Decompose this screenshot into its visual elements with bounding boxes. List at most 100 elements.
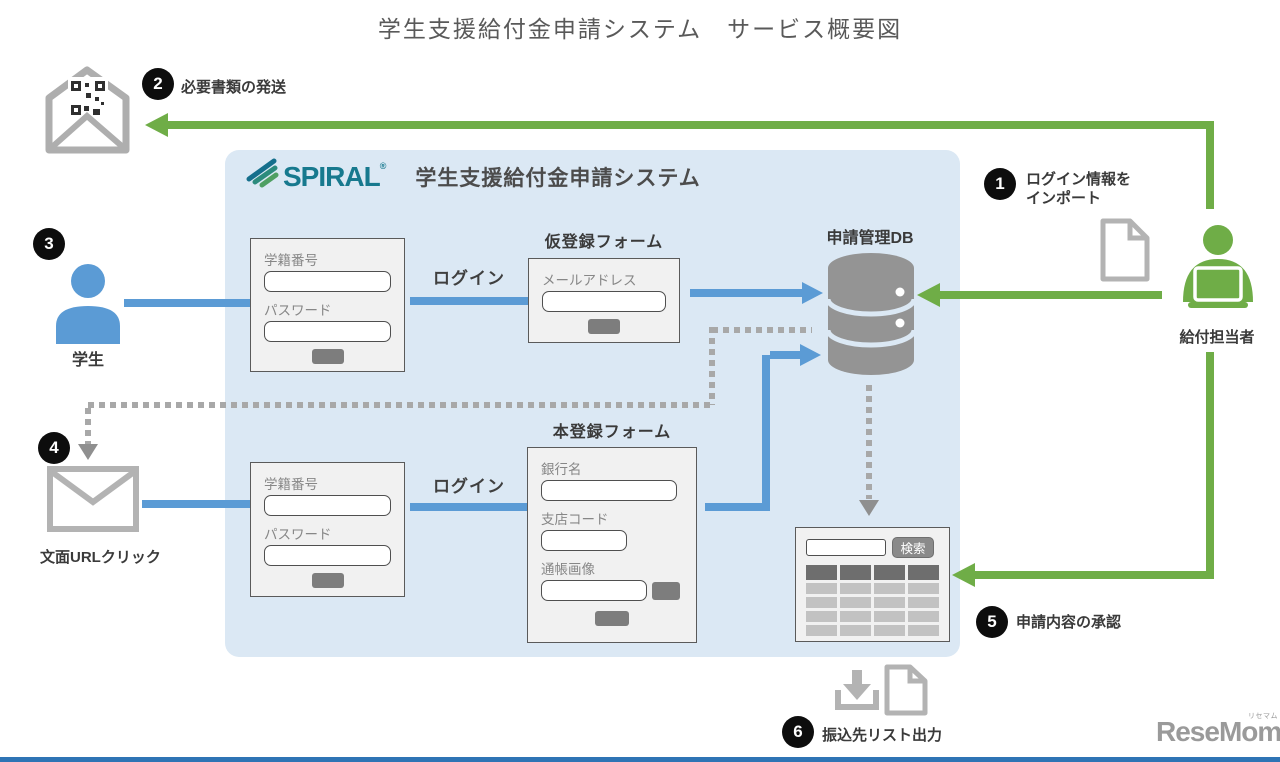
main-form-title: 本登録フォーム — [552, 424, 672, 441]
student-id-input[interactable] — [264, 271, 391, 292]
login-line-2 — [410, 503, 527, 511]
mail-dotted-arrowhead — [78, 444, 98, 460]
approval-arrowhead — [952, 563, 975, 587]
email-input[interactable] — [542, 291, 666, 312]
step-5-badge: 5 — [976, 606, 1008, 638]
student-to-login-line — [124, 299, 250, 307]
login-submit-button[interactable] — [311, 349, 344, 364]
password-input-2[interactable] — [264, 545, 391, 566]
passbook-input[interactable] — [541, 580, 647, 601]
bottom-accent-bar — [0, 757, 1280, 762]
step-2-badge: 2 — [142, 68, 174, 100]
mail-to-login-line — [142, 500, 250, 508]
branch-label: 支店コード — [541, 512, 609, 527]
table-cell — [806, 625, 837, 636]
login-arrow-label-1: ログイン — [433, 269, 505, 288]
temp-to-db-arrowhead — [802, 282, 823, 304]
db-to-table-arrowhead — [859, 500, 879, 516]
table-header-cell — [874, 565, 905, 580]
mail-dotted-2 — [709, 327, 715, 405]
arrow-documents-dispatch — [166, 121, 1214, 129]
step-1-label-line2: インポート — [1026, 190, 1102, 207]
main-to-db-arrowhead — [800, 344, 821, 366]
temp-to-db-line — [690, 289, 804, 297]
export-file-icon — [884, 664, 928, 721]
admin-table-widget: 検索 — [795, 527, 950, 642]
db-label: 申請管理DB — [826, 230, 914, 247]
spiral-logo-text: SPIRAL® — [283, 160, 386, 192]
step-6-label: 振込先リスト出力 — [822, 727, 943, 744]
table-cell — [840, 583, 871, 594]
table-cell — [874, 625, 905, 636]
table-cell — [908, 625, 939, 636]
arrowhead-documents-dispatch — [145, 113, 168, 137]
import-file-icon — [1100, 218, 1150, 287]
step-5-label: 申請内容の承認 — [1016, 614, 1122, 631]
spiral-logo-icon — [243, 158, 279, 195]
main-to-db-line-1 — [705, 503, 770, 511]
table-cell — [840, 597, 871, 608]
search-button[interactable]: 検索 — [892, 537, 934, 558]
table-cell — [806, 597, 837, 608]
bank-input[interactable] — [541, 480, 677, 501]
main-to-db-line-3 — [770, 351, 802, 359]
result-table — [806, 565, 939, 636]
login-arrow-label-2: ログイン — [433, 477, 505, 496]
database-icon — [825, 251, 917, 382]
resemom-logo-text: ReseMom — [1156, 716, 1280, 747]
table-cell — [908, 611, 939, 622]
staff-line-up — [1206, 121, 1214, 209]
mail-dotted-4 — [85, 408, 91, 444]
table-cell — [806, 611, 837, 622]
panel-header: SPIRAL® 学生支援給付金申請システム — [243, 158, 701, 195]
table-cell — [874, 611, 905, 622]
student-id-input-2[interactable] — [264, 495, 391, 516]
mail-envelope-icon — [47, 466, 139, 537]
temp-registration-form: メールアドレス — [528, 258, 680, 343]
staff-label: 給付担当者 — [1179, 329, 1255, 346]
table-cell — [874, 583, 905, 594]
student-icon — [52, 262, 124, 349]
mail-dotted-1 — [712, 327, 812, 333]
step-3-badge: 3 — [33, 228, 65, 260]
password-input[interactable] — [264, 321, 391, 342]
login-line-1 — [410, 297, 528, 305]
step-4-badge: 4 — [38, 432, 70, 464]
student-label: 学生 — [71, 352, 104, 369]
table-cell — [806, 583, 837, 594]
step-2-label: 必要書類の発送 — [181, 79, 287, 96]
passbook-upload-button[interactable] — [652, 581, 680, 600]
system-title: 学生支援給付金申請システム — [415, 166, 701, 190]
student-id-label-2: 学籍番号 — [264, 477, 318, 492]
password-label-2: パスワード — [264, 527, 332, 542]
approval-line — [975, 571, 1214, 579]
search-row: 検索 — [796, 528, 949, 558]
student-id-label: 学籍番号 — [264, 253, 318, 268]
main-to-db-line-2 — [762, 355, 770, 511]
temp-form-title: 仮登録フォーム — [544, 234, 664, 251]
temp-submit-button[interactable] — [588, 319, 620, 334]
step-1-badge: 1 — [984, 168, 1016, 200]
table-cell — [840, 611, 871, 622]
mail-dotted-3 — [88, 402, 712, 408]
login-submit-button-2[interactable] — [311, 573, 344, 588]
step-6-badge: 6 — [782, 716, 814, 748]
page-title: 学生支援給付金申請システム サービス概要図 — [377, 16, 903, 42]
table-cell — [908, 583, 939, 594]
table-header-cell — [908, 565, 939, 580]
qr-envelope-icon — [40, 62, 135, 162]
login-form-2: 学籍番号 パスワード — [250, 462, 405, 597]
branch-input[interactable] — [541, 530, 627, 551]
search-input[interactable] — [806, 539, 886, 556]
table-header-cell — [840, 565, 871, 580]
resemom-logo-ruby: リセマム — [1248, 713, 1279, 720]
main-submit-button[interactable] — [595, 611, 629, 626]
table-header-cell — [806, 565, 837, 580]
step-1-label: ログイン情報を インポート — [1026, 170, 1131, 208]
main-registration-form: 銀行名 支店コード 通帳画像 — [527, 447, 697, 643]
download-icon — [835, 670, 879, 717]
step-4-label: 文面URLクリック — [40, 549, 161, 566]
email-label: メールアドレス — [542, 273, 637, 288]
